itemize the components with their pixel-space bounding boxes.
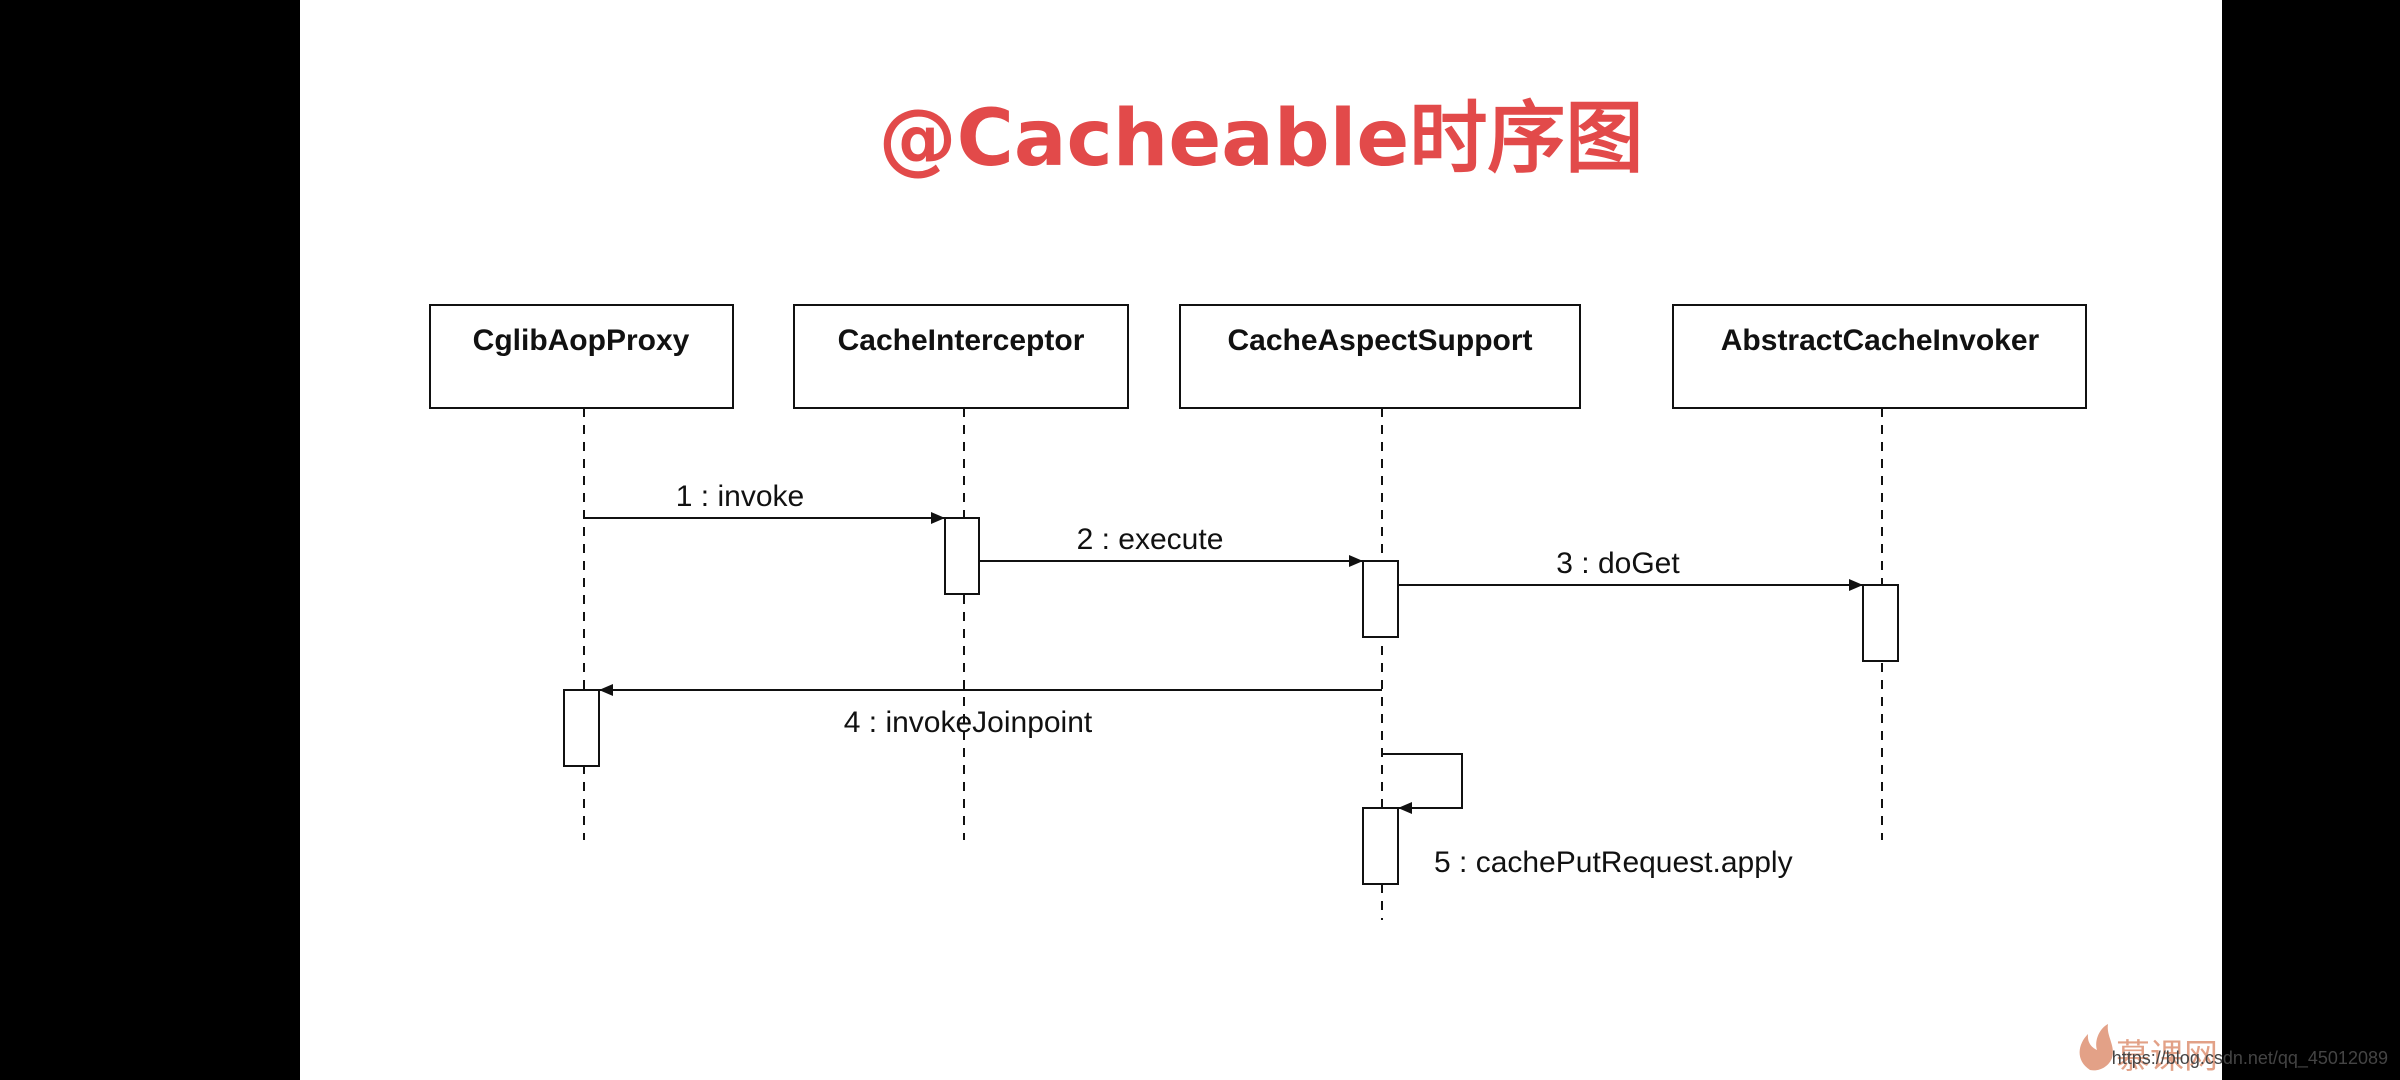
message-label: 4 : invokeJoinpoint xyxy=(844,706,1093,739)
participant-label: AbstractCacheInvoker xyxy=(1721,324,2040,357)
watermark-brand: 慕课网 xyxy=(2116,1037,2218,1077)
message-invoke: 1 : invoke xyxy=(584,480,945,524)
message-cacheputrequest-apply: 5 : cachePutRequest.apply xyxy=(1382,753,1793,879)
participant-abstractcacheinvoker: AbstractCacheInvoker xyxy=(1672,304,2087,409)
flame-icon xyxy=(2079,1024,2113,1071)
message-label: 2 : execute xyxy=(1077,523,1224,556)
activation-cglibaopproxy xyxy=(563,689,600,767)
activation-abstractcacheinvoker xyxy=(1862,584,1899,662)
participant-cglibaopproxy: CglibAopProxy xyxy=(429,304,734,409)
activation-cacheaspectsupport-self xyxy=(1362,807,1399,885)
message-label: 1 : invoke xyxy=(676,480,804,513)
participant-cacheaspectsupport: CacheAspectSupport xyxy=(1179,304,1581,409)
participant-label: CacheAspectSupport xyxy=(1227,324,1532,357)
message-invokejoinpoint: 4 : invokeJoinpoint xyxy=(599,684,1382,739)
message-label: 5 : cachePutRequest.apply xyxy=(1434,846,1793,879)
message-doget: 3 : doGet xyxy=(1398,547,1863,591)
watermark: 慕课网 https://blog.csdn.net/qq_45012089 xyxy=(2079,1024,2388,1077)
message-execute: 2 : execute xyxy=(979,523,1363,567)
participant-label: CacheInterceptor xyxy=(838,324,1085,357)
activation-cacheaspectsupport xyxy=(1362,560,1399,638)
slide-canvas xyxy=(300,0,2222,1080)
diagram-title: @Cacheable时序图 xyxy=(879,94,1644,184)
activation-cacheinterceptor xyxy=(944,517,980,595)
participant-cacheinterceptor: CacheInterceptor xyxy=(793,304,1129,409)
message-label: 3 : doGet xyxy=(1556,547,1680,580)
participant-label: CglibAopProxy xyxy=(473,324,690,357)
watermark-url: https://blog.csdn.net/qq_45012089 xyxy=(2112,1048,2388,1069)
